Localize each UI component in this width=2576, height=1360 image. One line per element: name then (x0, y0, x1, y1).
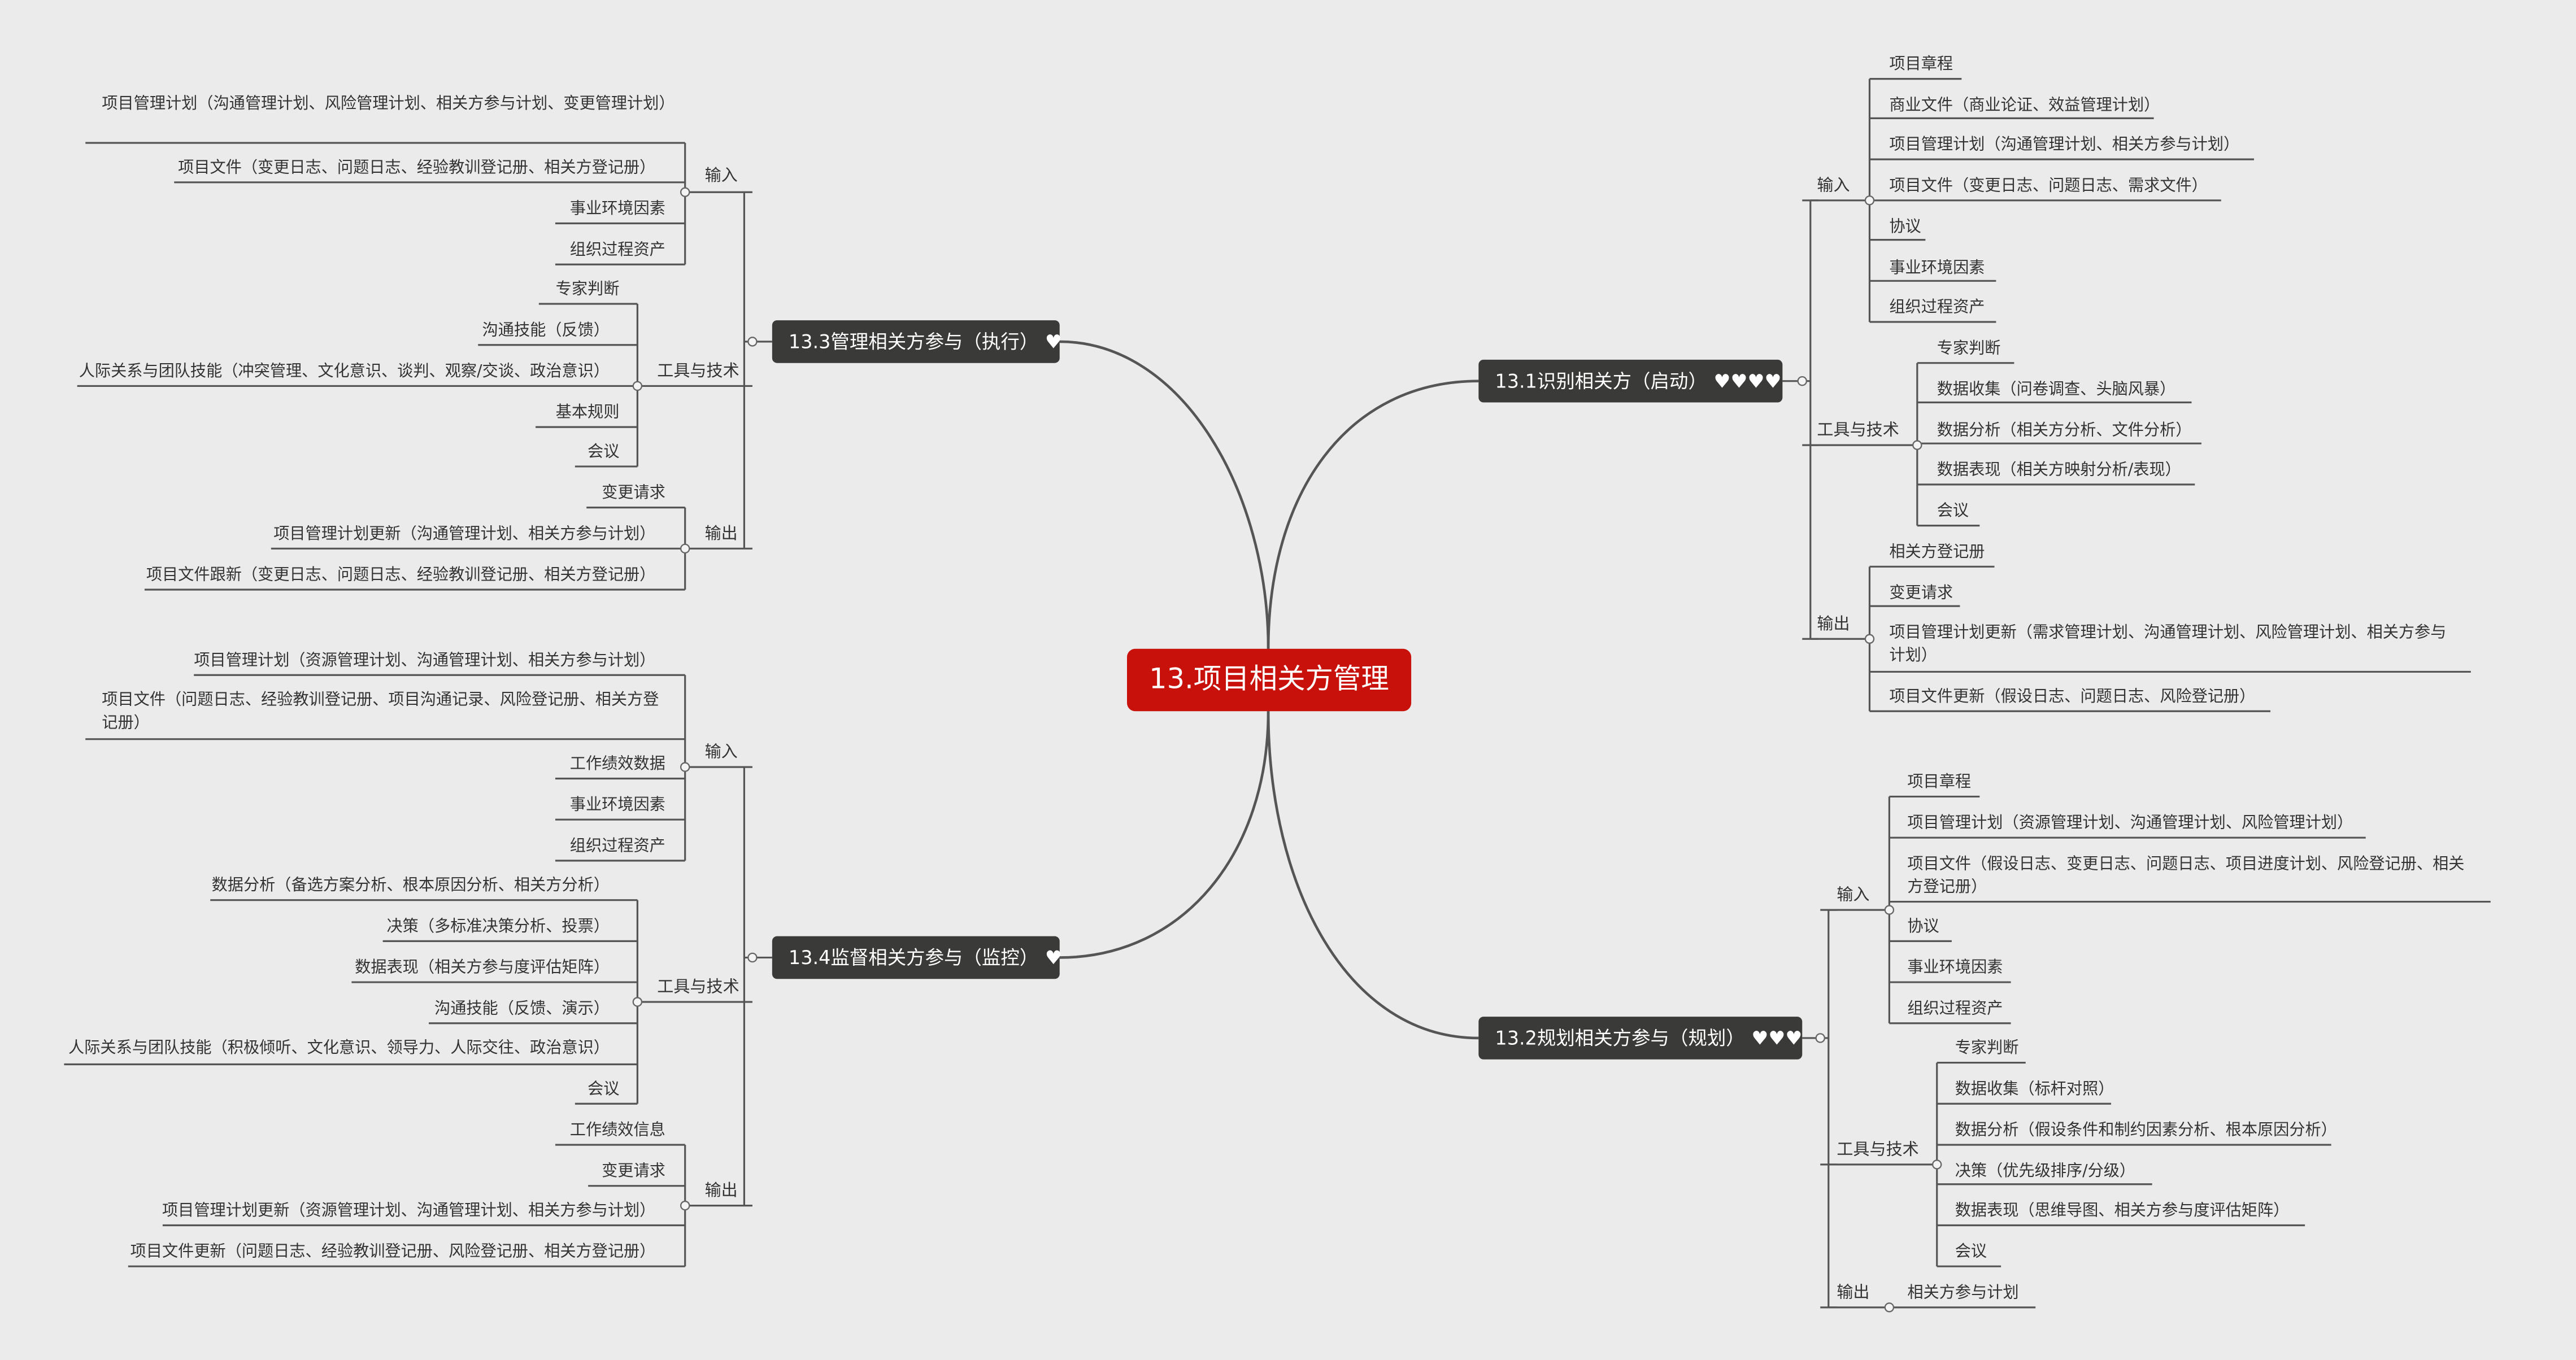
group-input[interactable]: 输入 (704, 167, 738, 186)
leaf-item[interactable]: 项目文件（假设日志、变更日志、问题日志、项目进度计划、风险登记册、相关方登记册） (1907, 856, 2465, 897)
branch-13-4[interactable]: 13.4监督相关方参与（监控） ♥ (772, 936, 1062, 979)
leaf-item[interactable]: 事业环境因素 (1889, 259, 1985, 278)
branch-label: 13.1识别相关方（启动） (1495, 369, 1707, 393)
leaf-item[interactable]: 工作绩效信息 (569, 1122, 665, 1140)
heart-icon: ♥♥♥♥ (1713, 369, 1782, 393)
leaf-item[interactable]: 沟通技能（反馈） (482, 321, 610, 340)
leaf-item[interactable]: 决策（优先级排序/分级） (1955, 1162, 2136, 1181)
root-topic[interactable]: 13.项目相关方管理 (1126, 648, 1412, 712)
leaf-item[interactable]: 数据分析（假设条件和制约因素分析、根本原因分析） (1955, 1122, 2337, 1140)
heart-icon: ♥ (1045, 330, 1062, 354)
group-tools[interactable]: 工具与技术 (657, 979, 739, 997)
leaf-item[interactable]: 项目管理计划（资源管理计划、沟通管理计划、风险管理计划） (1907, 814, 2353, 833)
branch-label: 13.2规划相关方参与（规划） (1495, 1026, 1745, 1050)
leaf-item[interactable]: 项目文件（变更日志、问题日志、经验教训登记册、相关方登记册） (178, 159, 656, 178)
leaf-item[interactable]: 数据表现（相关方映射分析/表现） (1937, 461, 2181, 480)
leaf-item[interactable]: 项目管理计划（资源管理计划、沟通管理计划、相关方参与计划） (194, 652, 656, 670)
leaf-item[interactable]: 基本规则 (555, 404, 620, 422)
leaf-item[interactable]: 变更请求 (1889, 585, 1953, 603)
leaf-item[interactable]: 会议 (1955, 1243, 1987, 1262)
leaf-item[interactable]: 项目管理计划更新（需求管理计划、沟通管理计划、风险管理计划、相关方参与计划） (1889, 624, 2447, 665)
leaf-item[interactable]: 决策（多标准决策分析、投票） (386, 918, 610, 936)
leaf-item[interactable]: 项目章程 (1907, 773, 1972, 792)
leaf-item[interactable]: 工作绩效数据 (569, 755, 665, 774)
leaf-item[interactable]: 专家判断 (1955, 1039, 2019, 1058)
branch-label: 13.4监督相关方参与（监控） (788, 946, 1039, 969)
leaf-item[interactable]: 项目文件更新（假设日志、问题日志、风险登记册） (1889, 688, 2256, 707)
group-output[interactable]: 输出 (704, 525, 738, 544)
leaf-item[interactable]: 数据表现（思维导图、相关方参与度评估矩阵） (1955, 1202, 2290, 1220)
group-output[interactable]: 输出 (704, 1182, 738, 1201)
leaf-item[interactable]: 相关方参与计划 (1907, 1284, 2019, 1303)
leaf-item[interactable]: 组织过程资产 (1907, 1000, 2003, 1019)
leaf-item[interactable]: 事业环境因素 (1907, 959, 2003, 978)
leaf-item[interactable]: 组织过程资产 (569, 241, 665, 260)
leaf-item[interactable]: 会议 (588, 443, 620, 462)
leaf-item[interactable]: 组织过程资产 (1889, 299, 1985, 317)
leaf-item[interactable]: 相关方登记册 (1889, 543, 1985, 562)
branch-13-3[interactable]: 13.3管理相关方参与（执行）♥ (772, 320, 1062, 363)
leaf-item[interactable]: 数据分析（相关方分析、文件分析） (1937, 422, 2192, 441)
branch-13-1[interactable]: 13.1识别相关方（启动）♥♥♥♥ (1478, 359, 1783, 403)
heart-icon: ♥♥♥ (1751, 1026, 1803, 1050)
leaf-item[interactable]: 项目文件更新（问题日志、经验教训登记册、风险登记册、相关方登记册） (130, 1243, 656, 1262)
leaf-item[interactable]: 专家判断 (555, 281, 620, 299)
leaf-item[interactable]: 会议 (1937, 502, 1969, 521)
leaf-item[interactable]: 会议 (588, 1080, 620, 1099)
heart-icon: ♥ (1045, 946, 1062, 969)
leaf-item[interactable]: 事业环境因素 (569, 200, 665, 219)
leaf-item[interactable]: 事业环境因素 (569, 796, 665, 815)
leaf-item[interactable]: 变更请求 (602, 484, 665, 503)
leaf-item[interactable]: 项目管理计划（沟通管理计划、相关方参与计划） (1889, 136, 2240, 155)
leaf-item[interactable]: 项目管理计划更新（沟通管理计划、相关方参与计划） (273, 525, 656, 544)
group-input[interactable]: 输入 (704, 744, 738, 762)
leaf-item[interactable]: 组织过程资产 (569, 838, 665, 856)
leaf-item[interactable]: 人际关系与团队技能（冲突管理、文化意识、谈判、观察/交谈、政治意识） (79, 363, 610, 381)
leaf-item[interactable]: 数据收集（问卷调查、头脑风暴） (1937, 381, 2176, 399)
leaf-item[interactable]: 数据表现（相关方参与度评估矩阵） (355, 959, 610, 978)
leaf-item[interactable]: 专家判断 (1937, 339, 2001, 358)
leaf-item[interactable]: 人际关系与团队技能（积极倾听、文化意识、领导力、人际交往、政治意识） (68, 1039, 610, 1058)
leaf-item[interactable]: 变更请求 (602, 1162, 665, 1181)
leaf-item[interactable]: 商业文件（商业论证、效益管理计划） (1889, 97, 2160, 115)
leaf-item[interactable]: 数据分析（备选方案分析、根本原因分析、相关方分析） (211, 877, 610, 895)
leaf-item[interactable]: 项目管理计划（沟通管理计划、风险管理计划、相关方参与计划、变更管理计划） (102, 95, 675, 114)
leaf-item[interactable]: 协议 (1889, 218, 1921, 237)
group-output[interactable]: 输出 (1837, 1284, 1870, 1303)
leaf-item[interactable]: 项目章程 (1889, 55, 1953, 74)
branch-13-2[interactable]: 13.2规划相关方参与（规划）♥♥♥ (1478, 1017, 1802, 1060)
leaf-item[interactable]: 数据收集（标杆对照） (1955, 1080, 2114, 1099)
group-tools[interactable]: 工具与技术 (1817, 422, 1899, 441)
group-tools[interactable]: 工具与技术 (657, 363, 739, 381)
leaf-item[interactable]: 协议 (1907, 918, 1939, 936)
leaf-item[interactable]: 项目文件跟新（变更日志、问题日志、经验教训登记册、相关方登记册） (146, 566, 656, 585)
branch-label: 13.3管理相关方参与（执行） (788, 330, 1039, 354)
leaf-item[interactable]: 项目文件（问题日志、经验教训登记册、项目沟通记录、风险登记册、相关方登记册） (102, 691, 659, 733)
leaf-item[interactable]: 沟通技能（反馈、演示） (434, 1000, 610, 1019)
group-input[interactable]: 输入 (1817, 177, 1850, 196)
leaf-item[interactable]: 项目文件（变更日志、问题日志、需求文件） (1889, 177, 2208, 196)
group-output[interactable]: 输出 (1817, 616, 1850, 634)
group-input[interactable]: 输入 (1837, 887, 1870, 905)
leaf-item[interactable]: 项目管理计划更新（资源管理计划、沟通管理计划、相关方参与计划） (162, 1202, 656, 1220)
group-tools[interactable]: 工具与技术 (1837, 1141, 1919, 1160)
